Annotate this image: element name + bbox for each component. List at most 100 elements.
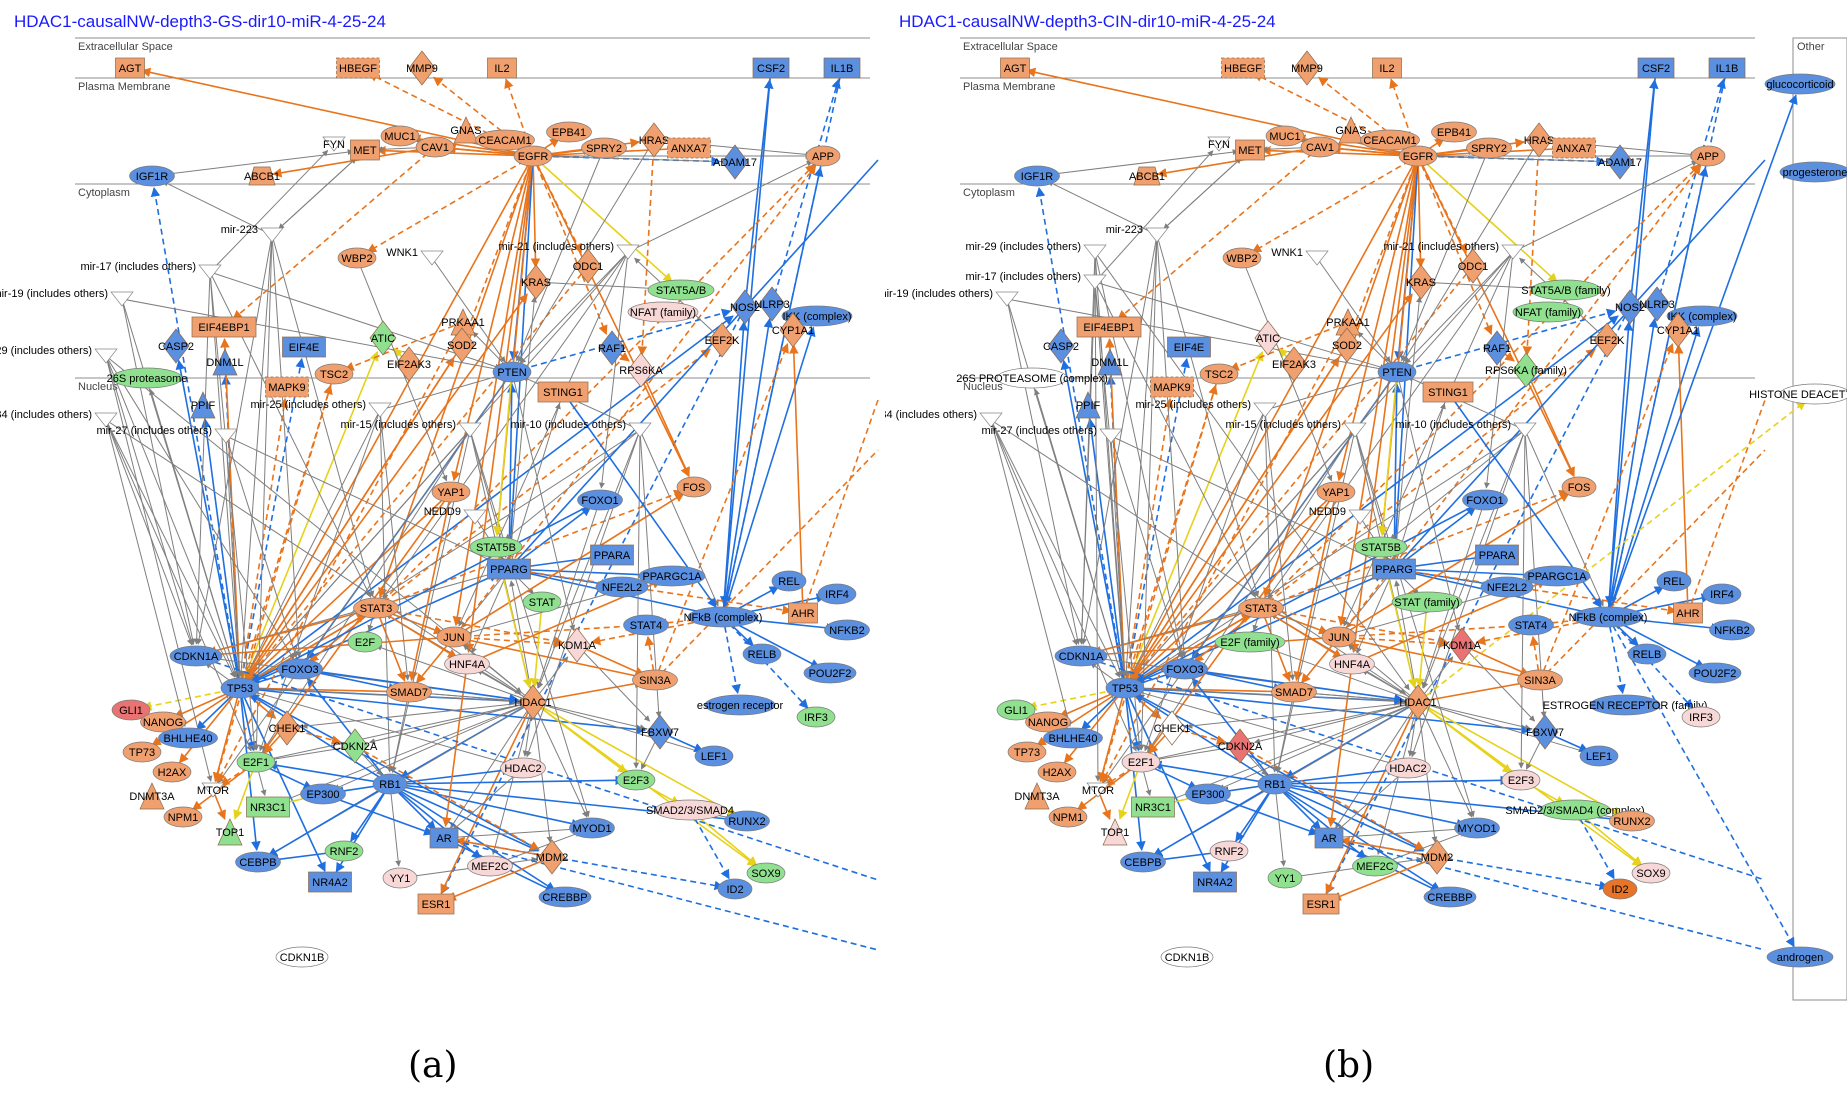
node-adam17: ADAM17 <box>713 144 757 180</box>
node-label: E2F3 <box>623 775 649 787</box>
node-muc1: MUC1 <box>380 125 420 147</box>
edge <box>990 419 1137 752</box>
edge <box>722 321 749 618</box>
node-nos2: NOS2 <box>730 289 760 325</box>
node-rnf2: RNF2 <box>1209 840 1249 862</box>
edge <box>1097 687 1126 783</box>
node-label: PPIF <box>1076 400 1101 412</box>
node-mir-17-includes-others: mir-17 (includes others) <box>965 271 1107 290</box>
node-ep300: EP300 <box>300 783 346 805</box>
edge <box>389 783 540 852</box>
node-gnas: GNAS <box>450 116 482 144</box>
node-label: RUNX2 <box>728 816 765 828</box>
node-label: CDKN2A <box>333 741 378 753</box>
node-label: STING1 <box>1428 387 1468 399</box>
node-label: STAT4 <box>1515 620 1548 632</box>
node-jun: JUN <box>436 626 472 648</box>
edge <box>1130 155 1419 679</box>
node-mir-27-includes-others: mir-27 (includes others) <box>96 425 238 444</box>
node-label: NFKB2 <box>1714 625 1749 637</box>
node-label: CHEK1 <box>1154 723 1191 735</box>
edge <box>105 419 193 646</box>
node-tsc2: TSC2 <box>314 363 354 385</box>
node-label: KDM1A <box>1443 640 1482 652</box>
node-label: estrogen receptor <box>697 700 784 712</box>
node-shape <box>581 137 627 159</box>
node-label: EIF2AK3 <box>387 359 431 371</box>
node-label: TOP1 <box>1101 827 1130 839</box>
edge <box>1110 435 1183 659</box>
node-label: CHEK1 <box>269 723 306 735</box>
node-label: MYOD1 <box>572 823 611 835</box>
node-label: PPARG <box>490 564 528 576</box>
edge <box>453 164 817 638</box>
node-label: EIF2AK3 <box>1272 359 1316 371</box>
edge <box>344 321 464 371</box>
node-label: RB1 <box>379 779 400 791</box>
node-shape <box>627 352 655 388</box>
node-shape <box>1199 363 1239 385</box>
node-shape <box>616 769 656 791</box>
node-top1: TOP1 <box>216 818 244 846</box>
node-shape <box>1099 428 1123 444</box>
node-raf1: RAF1 <box>598 330 626 366</box>
edge <box>366 155 534 253</box>
node-shape <box>1681 706 1721 728</box>
edge <box>248 491 452 681</box>
node-shape <box>212 348 238 376</box>
node-bhlhe40: BHLHE40 <box>158 727 218 749</box>
node-shape <box>347 631 383 653</box>
node-foxo3: FOXO3 <box>277 658 323 680</box>
node-label: DNMT3A <box>1014 791 1060 803</box>
edges <box>990 67 1807 951</box>
node-label: RELB <box>1633 649 1662 661</box>
node-egfr: EGFR <box>1398 145 1438 167</box>
node-shape <box>1404 684 1432 720</box>
node-shape <box>1257 773 1293 795</box>
layer-label-nucleus: Nucleus <box>963 381 1003 393</box>
edge <box>1326 663 1353 828</box>
edge <box>1687 399 1766 614</box>
node-ar: AR <box>1314 827 1344 849</box>
edge <box>105 355 194 646</box>
node-yap1: YAP1 <box>431 481 471 503</box>
edge <box>1006 298 1081 645</box>
edge <box>802 399 879 614</box>
layer-label-extracellular-space: Extracellular Space <box>78 41 173 53</box>
node-ppargc1a: PPARGC1A <box>638 565 706 587</box>
node-rps6ka: RPS6KA <box>619 352 663 388</box>
node-shape <box>1102 818 1128 846</box>
node-shape <box>163 806 203 828</box>
node-shape <box>796 706 836 728</box>
node-label: mir-29 (includes others) <box>0 345 92 357</box>
node-shape <box>1354 536 1408 558</box>
edge <box>1417 155 1493 336</box>
node-shape <box>1054 645 1108 667</box>
node-cebpb: CEBPB <box>1120 851 1166 873</box>
node-label: E2F (family) <box>1220 637 1279 649</box>
node-shape <box>1302 893 1340 915</box>
node-shape <box>1305 250 1329 266</box>
node-label: SOD2 <box>1332 340 1362 352</box>
node-shape <box>595 576 649 598</box>
node-label: FYN <box>1208 139 1230 151</box>
node-shape <box>275 946 329 968</box>
node-label: MTOR <box>1082 785 1114 797</box>
node-label: EPB41 <box>552 127 586 139</box>
node-label: KRAS <box>521 277 551 289</box>
edge <box>225 435 298 659</box>
edge <box>1152 745 1241 763</box>
node-shape <box>1466 137 1512 159</box>
node-ppara: PPARA <box>590 544 634 566</box>
node-label: DNMT3A <box>129 791 175 803</box>
node-shape <box>1664 312 1692 348</box>
node-esr1: ESR1 <box>417 893 455 915</box>
node-bhlhe40: BHLHE40 <box>1043 727 1103 749</box>
node-rnf2: RNF2 <box>324 840 364 862</box>
node-label: androgen <box>1777 952 1824 964</box>
node-label: REL <box>1663 576 1684 588</box>
node-label: HDAC2 <box>1389 763 1426 775</box>
node-shape <box>1083 244 1107 260</box>
edge <box>121 298 501 372</box>
